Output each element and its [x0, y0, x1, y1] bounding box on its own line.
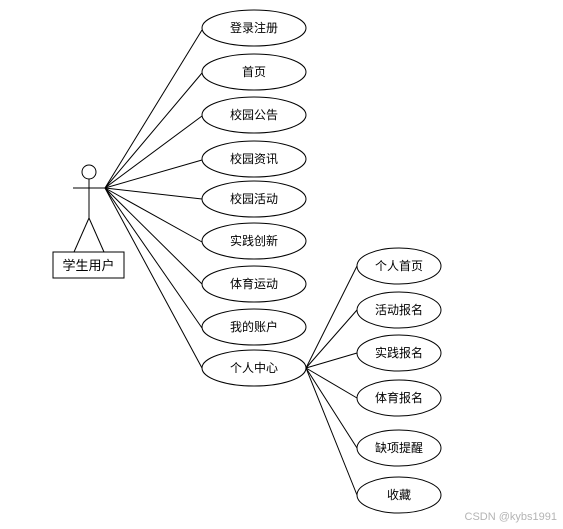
actor-figure: [73, 164, 105, 253]
use-case-practice-label: 实践创新: [230, 233, 278, 248]
use-case-home-ellipse: [201, 53, 307, 91]
use-case-news: 校园资讯: [201, 140, 307, 178]
use-case-account-label: 我的账户: [230, 319, 278, 334]
actor-head: [81, 164, 97, 180]
sub-use-case-sports-signup: 体育报名: [356, 379, 442, 417]
connector-missing-reminder: [305, 367, 358, 449]
use-case-home: 首页: [201, 53, 307, 91]
sub-use-case-missing-reminder: 缺项提醒: [356, 429, 442, 467]
use-case-login-label: 登录注册: [230, 20, 278, 35]
sub-use-case-personal-home-label: 个人首页: [375, 259, 423, 273]
connector-sports-signup: [305, 367, 358, 399]
use-case-practice-ellipse: [201, 222, 307, 260]
sub-use-case-sports-signup-label: 体育报名: [375, 390, 423, 405]
use-case-personal-center-label: 个人中心: [230, 360, 278, 375]
use-case-home-label: 首页: [242, 65, 266, 79]
sub-use-case-practice-signup: 实践报名: [356, 334, 442, 372]
sub-use-case-sports-signup-ellipse: [356, 379, 442, 417]
connector-activity-signup: [305, 309, 358, 369]
use-case-sports: 体育运动: [201, 265, 307, 303]
use-case-personal-center-ellipse: [201, 349, 307, 387]
sub-use-case-personal-home-ellipse: [356, 247, 442, 285]
actor-label-box: 学生用户: [52, 251, 125, 279]
connector-account: [104, 187, 203, 329]
use-case-practice: 实践创新: [201, 222, 307, 260]
actor-label-rect: [52, 251, 125, 279]
use-case-activity: 校园活动: [201, 180, 307, 218]
sub-use-case-favorites: 收藏: [356, 476, 442, 514]
connector-login: [104, 29, 203, 189]
use-case-sports-ellipse: [201, 265, 307, 303]
sub-use-case-favorites-ellipse: [356, 476, 442, 514]
sub-use-case-favorites-label: 收藏: [387, 488, 411, 502]
actor-label: 学生用户: [62, 258, 114, 274]
use-case-news-label: 校园资讯: [230, 151, 278, 166]
connector-activity: [104, 187, 203, 200]
use-case-news-ellipse: [201, 140, 307, 178]
use-case-activity-label: 校园活动: [230, 191, 278, 206]
sub-use-case-practice-signup-label: 实践报名: [375, 345, 423, 360]
connector-favorites: [305, 367, 358, 496]
sub-use-case-activity-signup-label: 活动报名: [375, 302, 423, 317]
use-case-login-ellipse: [201, 9, 307, 47]
connector-personal-center: [104, 187, 203, 369]
use-case-announcement: 校园公告: [201, 96, 307, 134]
sub-connectors: [305, 265, 358, 496]
use-case-personal-center: 个人中心: [201, 349, 307, 387]
use-case-login: 登录注册: [201, 9, 307, 47]
use-case-account-ellipse: [201, 308, 307, 346]
use-case-announcement-ellipse: [201, 96, 307, 134]
connector-sports: [104, 187, 203, 285]
sub-use-case-personal-home: 个人首页: [356, 247, 442, 285]
sub-use-case-activity-signup-ellipse: [356, 291, 442, 329]
sub-use-case-missing-reminder-label: 缺项提醒: [375, 440, 423, 455]
watermark: CSDN @kybs1991: [464, 511, 557, 523]
use-case-announcement-label: 校园公告: [230, 107, 278, 122]
use-case-sports-label: 体育运动: [230, 276, 278, 291]
actor-left-leg: [73, 217, 90, 253]
connector-personal-home: [305, 265, 358, 369]
use-case-account: 我的账户: [201, 308, 307, 346]
actor-connectors: [104, 29, 203, 369]
actor-right-leg: [88, 217, 105, 253]
use-case-activity-ellipse: [201, 180, 307, 218]
connector-practice-signup: [305, 352, 358, 369]
sub-use-case-practice-signup-ellipse: [356, 334, 442, 372]
connector-news: [104, 159, 203, 189]
connector-announcement: [104, 115, 203, 189]
sub-use-case-activity-signup: 活动报名: [356, 291, 442, 329]
connector-home: [104, 72, 203, 189]
connector-practice: [104, 187, 203, 243]
sub-use-case-missing-reminder-ellipse: [356, 429, 442, 467]
